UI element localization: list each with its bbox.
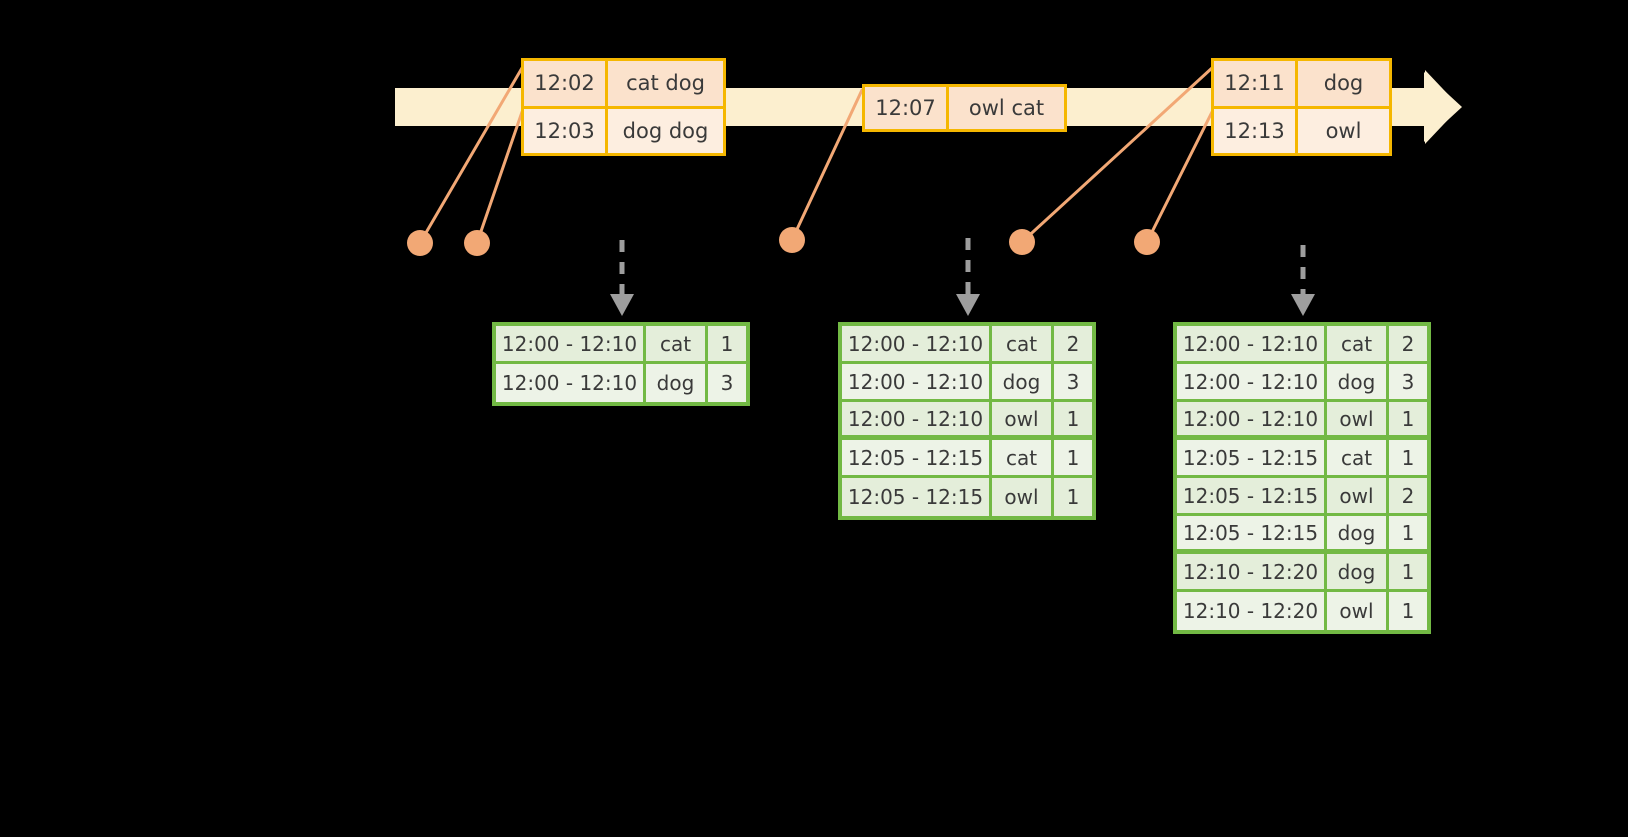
cell-word: dog [646,364,708,402]
cell-word: cat [1327,440,1389,478]
cell-count: 1 [1054,478,1092,516]
dashed-arrow-head-1 [610,294,634,316]
event-time: 12:13 [1214,108,1298,153]
cell-count: 1 [1054,440,1092,478]
cell-count: 3 [1054,364,1092,402]
processing-dots [407,227,1160,256]
cell-count: 1 [1054,402,1092,440]
timeline-event-row[interactable]: 12:02 cat dog [524,61,723,106]
cell-word: owl [1327,478,1389,516]
cell-count: 1 [1389,402,1427,440]
cell-window: 12:00 - 12:10 [842,402,992,440]
cell-window: 12:00 - 12:10 [1177,402,1327,440]
dashed-arrow-heads [610,294,1315,316]
cell-window: 12:05 - 12:15 [1177,516,1327,554]
cell-count: 2 [1054,326,1092,364]
processing-dot-4 [1009,229,1035,255]
cell-window: 12:00 - 12:10 [1177,326,1327,364]
cell-window: 12:05 - 12:15 [1177,478,1327,516]
cell-word: dog [1327,554,1389,592]
cell-window: 12:05 - 12:15 [842,440,992,478]
cell-word: dog [1327,516,1389,554]
cell-window: 12:00 - 12:10 [1177,364,1327,402]
cell-window: 12:00 - 12:10 [842,364,992,402]
timeline-event-row[interactable]: 12:11 dog [1214,61,1389,106]
cell-count: 3 [708,364,746,402]
cell-word: owl [1327,592,1389,630]
cell-count: 2 [1389,326,1427,364]
cell-count: 1 [1389,440,1427,478]
event-time: 12:11 [1214,61,1298,106]
cell-window: 12:05 - 12:15 [842,478,992,516]
cell-count: 3 [1389,364,1427,402]
connector-line-3 [790,88,864,242]
event-time: 12:03 [524,108,608,153]
dashed-arrows [619,238,1306,294]
processing-dot-2 [464,230,490,256]
cell-window: 12:10 - 12:20 [1177,592,1327,630]
cell-count: 1 [1389,516,1427,554]
cell-count: 2 [1389,478,1427,516]
cell-window: 12:00 - 12:10 [496,326,646,364]
cell-word: cat [1327,326,1389,364]
connector-line-1 [418,66,524,245]
processing-dot-5 [1134,229,1160,255]
timeline-event-group-2[interactable]: 12:07 owl cat [862,84,1067,132]
connector-line-2 [475,110,524,245]
cell-word: dog [992,364,1054,402]
cell-word: cat [992,326,1054,364]
cell-window: 12:10 - 12:20 [1177,554,1327,592]
cell-count: 1 [708,326,746,364]
cell-window: 12:05 - 12:15 [1177,440,1327,478]
cell-window: 12:00 - 12:10 [842,326,992,364]
cell-word: owl [992,402,1054,440]
cell-window: 12:00 - 12:10 [496,364,646,402]
event-words: owl [1298,108,1389,153]
event-words: owl cat [949,87,1064,129]
dashed-arrow-head-3 [1291,294,1315,316]
cell-word: owl [1327,402,1389,440]
cell-word: dog [1327,364,1389,402]
timeline-event-row[interactable]: 12:07 owl cat [865,87,1064,129]
cell-count: 1 [1389,592,1427,630]
timeline-event-row[interactable]: 12:03 dog dog [524,105,723,153]
processing-dot-1 [407,230,433,256]
timeline-event-group-1[interactable]: 12:02 cat dog 12:03 dog dog [521,58,726,156]
processing-dot-3 [779,227,805,253]
connector-line-5 [1145,110,1214,244]
dashed-arrow-head-2 [956,294,980,316]
cell-count: 1 [1389,554,1427,592]
cell-word: owl [992,478,1054,516]
timeline-event-group-3[interactable]: 12:11 dog 12:13 owl [1211,58,1392,156]
event-time: 12:02 [524,61,608,106]
cell-word: cat [646,326,708,364]
timeline-event-row[interactable]: 12:13 owl [1214,105,1389,153]
event-words: dog dog [608,108,723,153]
event-time: 12:07 [865,87,949,129]
event-words: cat dog [608,61,723,106]
event-words: dog [1298,61,1389,106]
cell-word: cat [992,440,1054,478]
